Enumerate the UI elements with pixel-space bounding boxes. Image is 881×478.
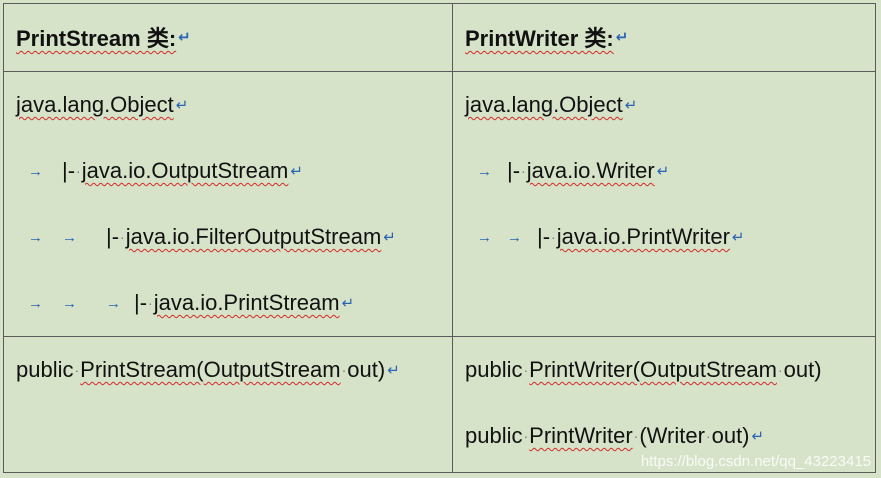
- paragraph-mark-icon: ↵: [656, 163, 670, 180]
- space-mark-icon: ·: [633, 428, 639, 444]
- tree-prefix: |-: [134, 290, 148, 315]
- class-name: java.io.Writer: [526, 158, 655, 183]
- keyword: public: [465, 357, 523, 382]
- space-mark-icon: ·: [521, 163, 526, 179]
- constructor-line: public · PrintStream(OutputStream · out)…: [16, 337, 452, 403]
- paragraph-mark-icon: ↵: [387, 362, 400, 379]
- space-mark-icon: ·: [120, 229, 125, 245]
- class-name: java.io.PrintWriter: [556, 224, 730, 249]
- tab-arrow-icon: →: [507, 228, 522, 246]
- tab-arrow-icon: →: [62, 294, 77, 312]
- header-cell-printwriter: PrintWriter 类: ↵: [452, 3, 876, 72]
- hierarchy-line: → → |- · java.io.FilterOutputStream ↵: [16, 204, 452, 270]
- param-name: out): [347, 357, 386, 382]
- tab-arrow-icon: →: [106, 294, 121, 312]
- constructor-cell-printstream: public · PrintStream(OutputStream · out)…: [3, 336, 453, 473]
- constructor-row: public · PrintStream(OutputStream · out)…: [3, 336, 876, 473]
- class-name: java.lang.Object: [16, 92, 174, 117]
- space-mark-icon: ·: [76, 163, 81, 179]
- space-mark-icon: ·: [551, 229, 556, 245]
- constructor-cell-printwriter: public · PrintWriter(OutputStream · out)…: [452, 336, 876, 473]
- tree-prefix: |-: [106, 224, 120, 249]
- param-type: OutputStream: [639, 357, 777, 382]
- class-name: java.io.FilterOutputStream: [125, 224, 382, 249]
- hierarchy-cell-printstream: java.lang.Object ↵ → |- · java.io.Output…: [3, 71, 453, 337]
- paragraph-mark-icon: ↵: [175, 97, 189, 114]
- comparison-table: PrintStream 类: ↵ PrintWriter 类: ↵ java.l…: [3, 3, 876, 473]
- space-mark-icon: ·: [523, 362, 529, 378]
- class-name: java.io.PrintStream: [153, 290, 340, 315]
- hierarchy-line: java.lang.Object ↵: [16, 72, 452, 138]
- tab-arrow-icon: →: [28, 228, 43, 246]
- paragraph-mark-icon: ↵: [751, 428, 765, 445]
- watermark: https://blog.csdn.net/qq_43223415: [640, 453, 871, 470]
- tab-arrow-icon: →: [477, 228, 492, 246]
- param-name: out): [711, 423, 750, 448]
- printstream-header: PrintStream 类:: [16, 26, 177, 51]
- param-type: (Writer: [639, 423, 705, 448]
- hierarchy-line: → |- · java.io.Writer ↵: [465, 138, 875, 204]
- paragraph-mark-icon: ↵: [178, 29, 191, 46]
- keyword: public: [16, 357, 74, 382]
- space-mark-icon: ·: [148, 295, 153, 311]
- paragraph-mark-icon: ↵: [290, 163, 303, 180]
- space-mark-icon: ·: [74, 362, 80, 378]
- hierarchy-line: → |- · java.io.OutputStream ↵: [16, 138, 452, 204]
- paragraph-mark-icon: ↵: [341, 295, 355, 312]
- hierarchy-line: java.lang.Object ↵: [465, 72, 875, 138]
- tab-arrow-icon: →: [477, 162, 492, 180]
- paragraph-mark-icon: ↵: [383, 229, 396, 246]
- keyword: public: [465, 423, 523, 448]
- hierarchy-cell-printwriter: java.lang.Object ↵ → |- · java.io.Writer…: [452, 71, 876, 337]
- paragraph-mark-icon: ↵: [615, 29, 629, 46]
- hierarchy-line: → → |- · java.io.PrintWriter ↵: [465, 204, 875, 270]
- tree-prefix: |-: [62, 158, 76, 183]
- tree-prefix: |-: [537, 224, 551, 249]
- hierarchy-line: → → → |- · java.io.PrintStream ↵: [16, 270, 452, 336]
- paragraph-mark-icon: ↵: [624, 97, 638, 114]
- tab-arrow-icon: →: [28, 294, 43, 312]
- printwriter-header: PrintWriter 类:: [465, 26, 614, 51]
- space-mark-icon: ·: [777, 362, 783, 378]
- constructor-line: public · PrintWriter · (Writer · out) ↵: [465, 403, 875, 469]
- class-name: java.lang.Object: [465, 92, 623, 117]
- tab-arrow-icon: →: [28, 162, 43, 180]
- class-name: java.io.OutputStream: [81, 158, 289, 183]
- paragraph-mark-icon: ↵: [731, 229, 745, 246]
- constructor-name: PrintWriter(: [529, 357, 640, 382]
- header-row: PrintStream 类: ↵ PrintWriter 类: ↵: [3, 3, 876, 72]
- header-cell-printstream: PrintStream 类: ↵: [3, 3, 453, 72]
- tab-arrow-icon: →: [62, 228, 77, 246]
- param-type: OutputStream: [203, 357, 341, 382]
- param-name: out): [783, 357, 822, 382]
- constructor-name: PrintWriter: [529, 423, 633, 448]
- space-mark-icon: ·: [341, 362, 347, 378]
- constructor-line: public · PrintWriter(OutputStream · out): [465, 337, 875, 403]
- hierarchy-row: java.lang.Object ↵ → |- · java.io.Output…: [3, 71, 876, 337]
- space-mark-icon: ·: [523, 428, 529, 444]
- tree-prefix: |-: [507, 158, 521, 183]
- space-mark-icon: ·: [705, 428, 711, 444]
- constructor-name: PrintStream(: [80, 357, 204, 382]
